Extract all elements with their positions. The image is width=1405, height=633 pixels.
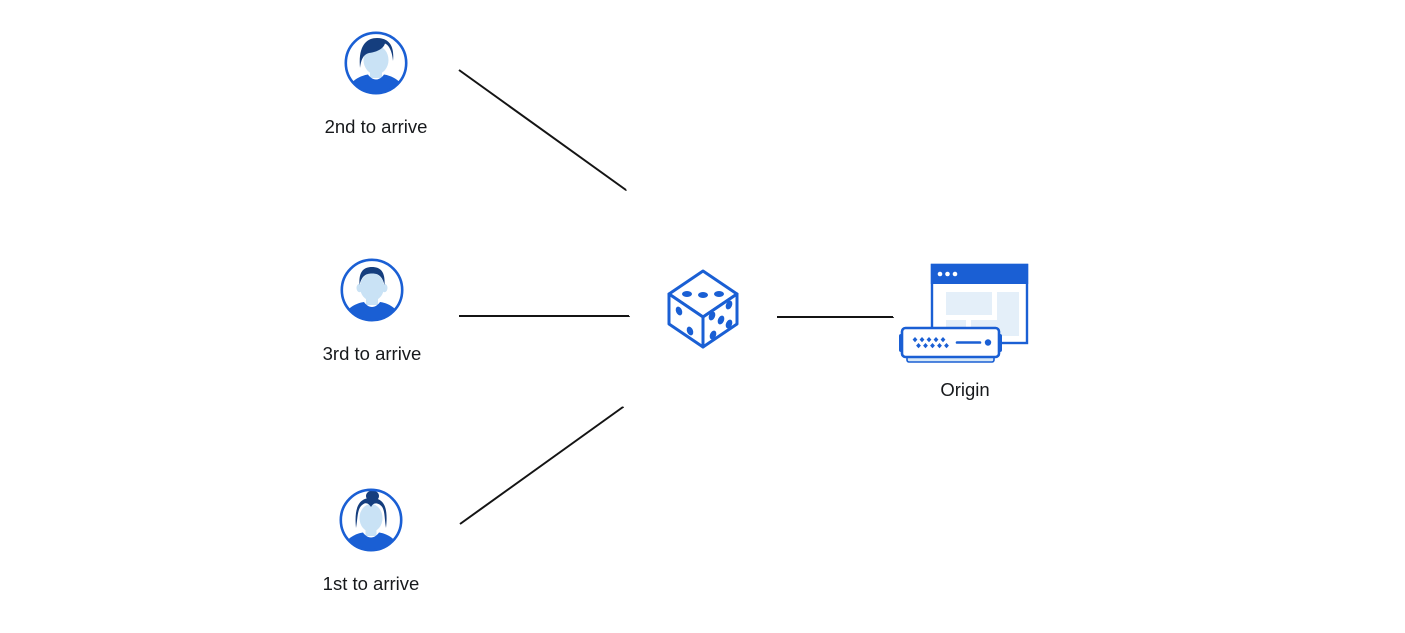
arrow-visitor2-to-dice [458, 69, 626, 190]
origin-browser-server-icon [899, 263, 1029, 363]
visitor-3rd-label: 3rd to arrive [322, 343, 422, 364]
visitor-1st-label: 1st to arrive [322, 573, 420, 594]
node-visitor-3rd: 3rd to arrive [302, 257, 442, 365]
person-avatar-icon [344, 31, 408, 95]
dice-icon [667, 269, 739, 349]
arrow-visitor1-to-dice [459, 407, 623, 525]
node-visitor-1st: 1st to arrive [301, 487, 441, 595]
visitor-2nd-label: 2nd to arrive [324, 116, 428, 137]
node-origin: Origin [897, 262, 1033, 401]
person-avatar-icon [339, 488, 403, 552]
node-visitor-2nd: 2nd to arrive [306, 30, 446, 138]
person-avatar-icon [340, 258, 404, 322]
origin-label: Origin [940, 379, 990, 400]
